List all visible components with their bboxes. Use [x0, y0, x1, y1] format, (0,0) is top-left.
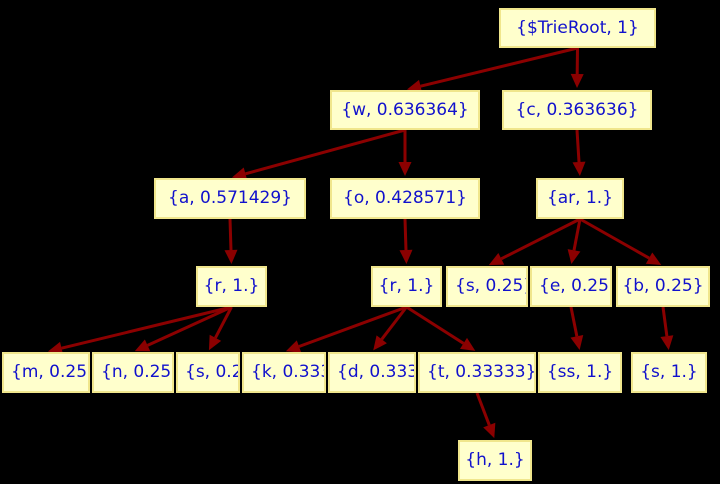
graph-node[interactable]: {m, 0.25}	[2, 352, 90, 393]
graph-node[interactable]: {$TrieRoot, 1}	[499, 8, 656, 48]
graph-node[interactable]: {o, 0.428571}	[330, 178, 480, 219]
arrowhead-icon	[567, 249, 581, 265]
graph-node-label: {h, 1.}	[465, 450, 525, 470]
graph-node[interactable]: {ss, 1.}	[538, 352, 622, 393]
graph-edge	[224, 218, 238, 265]
graph-node-label: {d, 0.33333}	[337, 362, 414, 382]
graph-node-label: {c, 0.363636}	[515, 99, 639, 120]
graph-edge	[285, 305, 408, 353]
graph-edge	[569, 306, 584, 351]
graph-edge	[572, 129, 586, 177]
graph-edge	[208, 306, 233, 351]
graph-node-label: {n, 0.25}	[101, 362, 174, 382]
graph-node-label: {$TrieRoot, 1}	[516, 17, 639, 38]
graph-node[interactable]: {a, 0.571429}	[154, 178, 306, 219]
arrowhead-icon	[660, 335, 674, 351]
arrowhead-icon	[224, 249, 238, 265]
graph-node-label: {ss, 1.}	[546, 362, 614, 382]
arrowhead-icon	[488, 252, 505, 266]
graph-node[interactable]: {r, 1.}	[196, 266, 267, 307]
graph-node-label: {ar, 1.}	[546, 188, 614, 208]
graph-edge	[373, 306, 408, 351]
graph-edge	[399, 218, 413, 265]
arrowhead-icon	[399, 249, 413, 265]
graph-node[interactable]: {n, 0.25}	[92, 352, 174, 393]
arrowhead-icon	[645, 252, 662, 266]
graph-edge	[567, 218, 582, 265]
graph-node-label: {t, 0.33333}	[427, 362, 536, 382]
graph-node-label: {m, 0.25}	[11, 362, 90, 382]
graph-node-label: {s, 0.25}	[185, 362, 238, 382]
graph-node[interactable]: {h, 1.}	[458, 440, 532, 481]
graph-node[interactable]: {r, 1.}	[371, 266, 442, 307]
arrowhead-icon	[570, 335, 584, 351]
graph-node-label: {k, 0.33333}	[251, 362, 324, 382]
graph-node-label: {w, 0.636364}	[341, 99, 469, 120]
graph-edge	[47, 305, 232, 355]
arrowhead-icon	[134, 339, 151, 352]
graph-node[interactable]: {s, 0.25}	[176, 352, 240, 393]
graph-edge	[134, 305, 233, 352]
graph-node-label: {r, 1.}	[378, 276, 435, 296]
arrowhead-icon	[285, 340, 302, 353]
graph-node-label: {b, 0.25}	[622, 276, 704, 296]
arrowhead-icon	[572, 161, 586, 177]
graph-edge	[406, 46, 578, 93]
graph-node[interactable]: {s, 1.}	[631, 352, 707, 393]
graph-node[interactable]: {t, 0.33333}	[418, 352, 536, 393]
graph-node[interactable]: {k, 0.33333}	[242, 352, 326, 393]
graph-edge	[660, 306, 674, 351]
graph-node[interactable]: {e, 0.25}	[530, 266, 612, 307]
graph-node-label: {a, 0.571429}	[168, 188, 292, 208]
graph-node[interactable]: {ar, 1.}	[536, 178, 624, 219]
arrowhead-icon	[47, 341, 64, 355]
graph-edge	[231, 128, 406, 181]
graph-node-label: {e, 0.25}	[539, 276, 612, 296]
arrowhead-icon	[570, 73, 584, 89]
graph-node[interactable]: {w, 0.636364}	[330, 90, 480, 130]
graph-node-label: {s, 0.25}	[455, 276, 528, 296]
graph-edge	[398, 130, 412, 176]
arrowhead-icon	[373, 335, 387, 351]
graph-node[interactable]: {b, 0.25}	[616, 266, 710, 307]
graph-edge	[475, 392, 496, 439]
graph-node[interactable]: {d, 0.33333}	[328, 352, 416, 393]
arrowhead-icon	[483, 422, 496, 439]
graph-edge	[570, 47, 584, 89]
graph-node[interactable]: {s, 0.25}	[446, 266, 528, 307]
arrowhead-icon	[208, 334, 222, 351]
arrowhead-icon	[398, 162, 412, 176]
graph-node[interactable]: {c, 0.363636}	[502, 90, 652, 130]
graph-edge	[579, 217, 662, 266]
graph-node-label: {o, 0.428571}	[343, 188, 467, 208]
arrowhead-icon	[231, 167, 248, 181]
arrowhead-icon	[460, 337, 476, 351]
graph-node-label: {r, 1.}	[203, 276, 260, 296]
graph-edge	[488, 217, 581, 266]
graph-node-label: {s, 1.}	[640, 362, 698, 382]
arrowhead-icon	[406, 79, 423, 93]
graph-edge	[405, 305, 476, 351]
